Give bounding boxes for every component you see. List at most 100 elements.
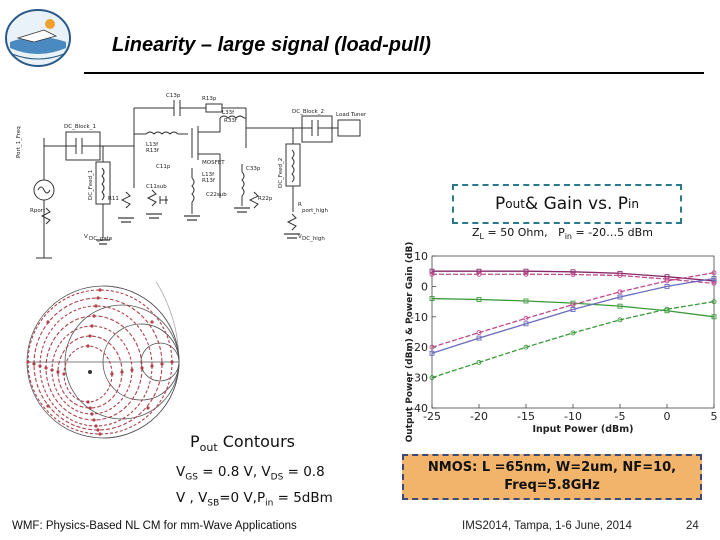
- data-point: [570, 272, 576, 277]
- data-point: [664, 306, 670, 312]
- nmos-line1: NMOS: L =65nm, W=2um, NF=10,: [427, 460, 677, 475]
- data-point: [476, 297, 482, 302]
- plot-frame: [431, 255, 715, 409]
- data-point: [429, 375, 435, 381]
- data-point: [476, 268, 482, 274]
- data-point: [523, 268, 529, 274]
- bias-conditions: VGS = 0.8 V, VDS = 0.8 V , VSB=0 V,Pin =…: [176, 462, 346, 513]
- svg-text:R13p: R13p: [202, 96, 217, 102]
- slide-title: Linearity – large signal (load-pull): [112, 34, 431, 56]
- data-point: [617, 303, 623, 309]
- footer-conference: IMS2014, Tampa, 1-6 June, 2014: [462, 520, 632, 532]
- data-point: [617, 273, 623, 278]
- footer-workshop: WMF: Physics-Based NL CM for mm-Wave App…: [12, 520, 297, 532]
- svg-text:V: V: [84, 234, 88, 240]
- data-point: [617, 317, 623, 323]
- data-point: [664, 308, 670, 314]
- smith-chart: [26, 282, 180, 439]
- data-point: [664, 278, 670, 284]
- data-point: [476, 330, 482, 336]
- x-tick-label: 0: [664, 410, 671, 423]
- svg-text:R13f: R13f: [146, 148, 160, 154]
- zl-value: = 50 Ohm,: [484, 226, 548, 239]
- nmos-line2: Freq=5.8GHz: [504, 478, 600, 493]
- pout-gain-title-sub-out: out: [505, 197, 525, 211]
- x-tick-label: -10: [564, 410, 582, 423]
- nmos-spec-box: NMOS: L =65nm, W=2um, NF=10, Freq=5.8GHz: [402, 454, 702, 500]
- vgs-value: = 0.8 V,: [197, 464, 262, 480]
- data-point: [523, 321, 529, 327]
- data-point: [523, 344, 529, 350]
- data-point: [570, 330, 576, 336]
- zl-symbol: Z: [472, 226, 480, 239]
- data-point: [711, 280, 717, 286]
- data-point: [570, 307, 576, 312]
- data-point: [476, 271, 482, 277]
- pin-symbol: P: [558, 226, 565, 239]
- x-tick-label: -5: [615, 410, 626, 423]
- contours-p: P: [190, 432, 200, 451]
- data-point: [523, 315, 529, 321]
- svg-text:R13f: R13f: [202, 178, 216, 184]
- data-point: [476, 359, 482, 365]
- y-tick-label: -40: [410, 402, 428, 415]
- pin-sub: in: [564, 232, 572, 242]
- svg-text:R22p: R22p: [258, 196, 273, 202]
- pout-contours-label: Pout Contours: [190, 432, 295, 454]
- series-line-gain-green: [431, 297, 715, 318]
- data-point: [617, 294, 623, 300]
- vgs-symbol: V: [176, 464, 186, 480]
- data-point: [429, 268, 435, 274]
- data-point: [429, 271, 435, 277]
- series-line-gain-measured: [432, 273, 715, 285]
- x-tick-label: -25: [423, 410, 441, 423]
- svg-text:C11sub: C11sub: [146, 184, 167, 190]
- data-point: [664, 283, 670, 289]
- pout-gain-title-sub-in: in: [628, 197, 639, 211]
- data-point: [711, 276, 717, 281]
- data-point: [711, 270, 717, 276]
- svg-text:C22sub: C22sub: [206, 192, 227, 198]
- pout-gain-title-mid: & Gain vs. P: [524, 194, 629, 214]
- svg-text:DC_Feed_2: DC_Feed_2: [278, 158, 284, 188]
- svg-text:Load Tuner: Load Tuner: [336, 112, 367, 118]
- x-tick-label: -15: [517, 410, 535, 423]
- x-axis-label: Input Power (dBm): [532, 424, 633, 435]
- svg-text:L13f: L13f: [202, 172, 215, 178]
- svg-text:DC_Block_1: DC_Block_1: [64, 124, 96, 130]
- pin-value: = -20…5 dBm: [572, 226, 653, 239]
- svg-text:C11p: C11p: [156, 164, 171, 170]
- vds-symbol: V: [261, 464, 271, 480]
- data-point: [617, 270, 623, 276]
- title-underline: [84, 72, 704, 74]
- data-point: [429, 296, 435, 302]
- y-tick-label: -10: [410, 311, 428, 324]
- data-point: [523, 298, 529, 304]
- vds-value: = 0.8: [283, 464, 325, 480]
- bias-pin-value: = 5dBm: [273, 489, 333, 506]
- svg-text:L13f: L13f: [146, 142, 159, 148]
- data-point: [429, 344, 435, 350]
- y-tick-label: 10: [414, 250, 428, 263]
- data-point: [617, 289, 623, 295]
- svg-text:C13p: C13p: [166, 93, 181, 99]
- data-point: [429, 350, 435, 356]
- series-line-pout-model: [431, 272, 715, 348]
- svg-text:MOSFET: MOSFET: [202, 160, 225, 166]
- data-point: [476, 335, 482, 341]
- ims2014-logo: [5, 9, 71, 67]
- svg-text:DC_Block_2: DC_Block_2: [292, 109, 324, 115]
- data-point: [570, 269, 576, 275]
- y-tick-label: -30: [410, 372, 428, 385]
- svg-text:V: V: [298, 234, 302, 240]
- data-point: [570, 302, 576, 308]
- data-point: [664, 276, 670, 282]
- x-tick-label: 5: [711, 410, 718, 423]
- series-line-pout-green: [431, 300, 715, 379]
- contours-sub: out: [199, 441, 218, 455]
- y-tick-label: 0: [421, 280, 428, 293]
- zl-sub: L: [479, 232, 485, 242]
